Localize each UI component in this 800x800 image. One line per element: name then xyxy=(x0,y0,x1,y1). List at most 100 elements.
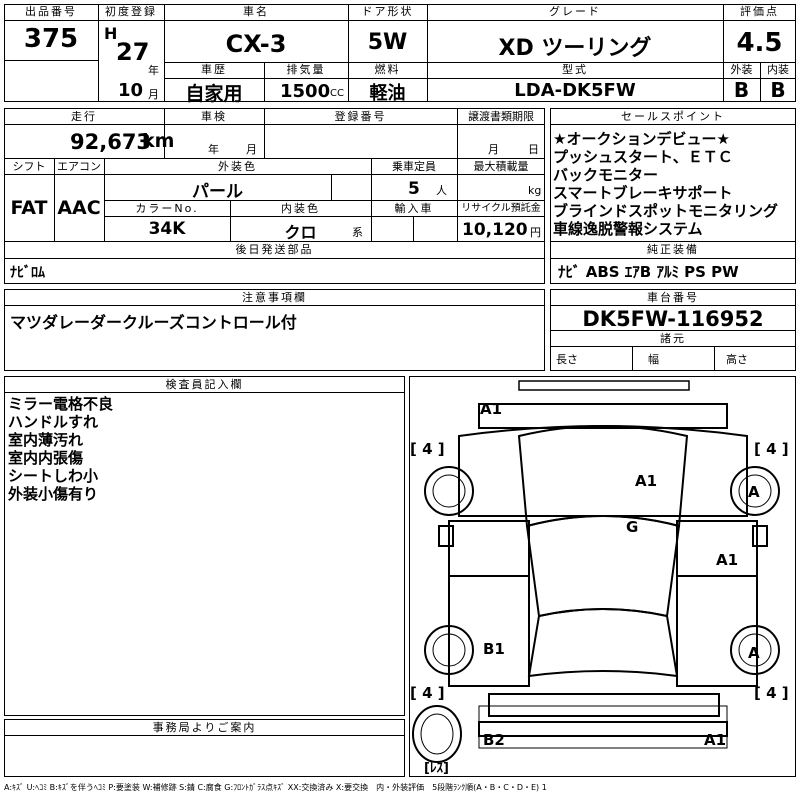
reg-month: 10 xyxy=(118,80,144,101)
inspector-line: 室内薄汚れ xyxy=(8,431,84,449)
color-label: 外装色 xyxy=(218,160,257,173)
chassis-number: DK5FW-116952 xyxy=(582,307,764,331)
inspector-notes: ミラー電格不良 ハンドルすれ 室内薄汚れ 室内内張傷 シートしわ小 外装小傷有り xyxy=(8,395,113,503)
model-label: 車名 xyxy=(243,5,269,18)
ac-value: AAC xyxy=(57,197,101,219)
displacement-unit: CC xyxy=(330,88,344,99)
car-diagram xyxy=(412,380,780,763)
sales-block xyxy=(550,108,796,284)
damage-mark: A xyxy=(748,644,760,662)
sales-point: ★オークションデビュー★ xyxy=(553,130,730,148)
reg-number-label: 登録番号 xyxy=(334,110,387,123)
shift-value: FAT xyxy=(10,197,48,219)
reg-year: 27 xyxy=(116,38,150,66)
recycle-label: リサイクル預託金 xyxy=(461,203,541,214)
load-label: 最大積載量 xyxy=(473,160,529,173)
tire-depth: [ 4 ] xyxy=(754,684,789,702)
width-label: 幅 xyxy=(648,353,659,366)
grade-value: XD ツーリング xyxy=(498,36,652,61)
damage-mark: B1 xyxy=(483,640,505,658)
fuel-value: 軽油 xyxy=(369,83,406,104)
load-unit: kg xyxy=(528,184,542,197)
equip-label: 純正装備 xyxy=(647,243,699,256)
inspector-line: ミラー電格不良 xyxy=(8,395,114,413)
damage-mark: G xyxy=(626,518,639,536)
lot-number: 375 xyxy=(23,24,79,54)
legend: A:ｷｽﾞ U:ﾍｺﾐ B:ｷｽﾞを伴うﾍｺﾐ P:要塗装 W:補修跡 S:錆 … xyxy=(4,783,547,792)
type-label: 型式 xyxy=(562,63,588,76)
damage-mark: A1 xyxy=(704,731,727,749)
damage-mark: A1 xyxy=(480,400,503,418)
chassis-label: 車台番号 xyxy=(647,291,699,304)
history-value: 自家用 xyxy=(185,83,243,105)
sales-label: セールスポイント xyxy=(621,110,725,123)
tire-depth: [ 4 ] xyxy=(410,440,445,458)
mileage-value: 92,673 xyxy=(70,130,152,154)
mileage-unit: km xyxy=(142,130,175,152)
intcolor-label: 内装色 xyxy=(281,202,320,215)
month-unit: 月 xyxy=(148,88,159,101)
transfer-day: 日 xyxy=(528,143,541,156)
inspector-line: ハンドルすれ xyxy=(8,413,99,431)
inspection-year: 年 xyxy=(208,143,221,156)
import-label: 輸入車 xyxy=(394,202,434,215)
exterior-label: 外装 xyxy=(730,63,753,76)
inspector-line: 室内内張傷 xyxy=(8,449,84,467)
capacity-value: 5 xyxy=(408,179,420,199)
capacity-unit: 人 xyxy=(436,184,449,197)
damage-diagram xyxy=(409,376,796,777)
history-label: 車歴 xyxy=(201,63,227,76)
damage-mark: B2 xyxy=(483,731,505,749)
first-reg-label: 初度登録 xyxy=(105,5,157,18)
capacity-label: 乗車定員 xyxy=(392,160,436,173)
inspector-line: 外装小傷有り xyxy=(8,485,99,503)
tire-depth: [ 4 ] xyxy=(754,440,789,458)
sales-point: 車線逸脱警報システム xyxy=(553,220,703,238)
inspection-label: 車検 xyxy=(201,110,227,123)
color-value: パール xyxy=(192,182,243,202)
later-parts-value: ﾅﾋﾞﾛﾑ xyxy=(10,265,45,281)
header-block xyxy=(4,4,796,102)
door-label: ドア形状 xyxy=(361,5,414,18)
notes-text: マツダレーダークルーズコントロール付 xyxy=(10,313,297,332)
office-label: 事務局よりご案内 xyxy=(152,721,257,734)
damage-mark: A1 xyxy=(635,472,658,490)
door-value: 5W xyxy=(367,30,408,55)
displacement-label: 排気量 xyxy=(286,63,326,76)
score-value: 4.5 xyxy=(736,28,783,58)
sales-point: プッシュスタート、ＥＴＣ xyxy=(553,148,733,166)
damage-mark: A xyxy=(748,483,760,501)
sales-points: ★オークションデビュー★ プッシュスタート、ＥＴＣ バックモニター スマートブレ… xyxy=(553,130,778,238)
lot-label: 出品番号 xyxy=(25,5,77,18)
score-label: 評価点 xyxy=(740,5,779,18)
transfer-label: 譲渡書類期限 xyxy=(468,110,534,123)
type-value: LDA-DK5FW xyxy=(514,80,636,101)
sales-point: スマートブレーキサポート xyxy=(553,184,733,202)
mileage-label: 走行 xyxy=(71,110,97,123)
ac-label: エアコン xyxy=(57,160,101,173)
intcolor-unit: 系 xyxy=(352,226,363,239)
era: H xyxy=(104,24,118,43)
equip-value: ﾅﾋﾞ ABS ｴｱB ｱﾙﾐ PS PW xyxy=(558,263,739,281)
intcolor-value: クロ xyxy=(284,223,317,242)
colorno-value: 34K xyxy=(148,219,186,239)
length-label: 長さ xyxy=(556,353,578,366)
recycle-unit: 円 xyxy=(530,226,541,239)
notes-block xyxy=(4,289,545,371)
sales-point: バックモニター xyxy=(553,166,659,184)
year-unit: 年 xyxy=(148,64,159,77)
office-block xyxy=(4,719,405,777)
displacement-value: 1500 xyxy=(280,81,331,102)
height-label: 高さ xyxy=(726,353,748,366)
notes-label: 注意事項欄 xyxy=(242,291,307,304)
sales-point: ブラインドスポットモニタリング xyxy=(553,202,779,220)
colorno-label: カラーNo. xyxy=(135,202,199,215)
later-parts-label: 後日発送部品 xyxy=(235,243,314,256)
interior-grade: B xyxy=(770,78,786,102)
inspector-line: シートしわ小 xyxy=(8,467,99,485)
damage-mark: A1 xyxy=(716,551,739,569)
spare-tire: [ﾚｽ] xyxy=(424,761,449,776)
model-name: CX-3 xyxy=(225,30,287,58)
recycle-value: 10,120 xyxy=(462,220,528,240)
inspector-label: 検査員記入欄 xyxy=(165,378,244,391)
